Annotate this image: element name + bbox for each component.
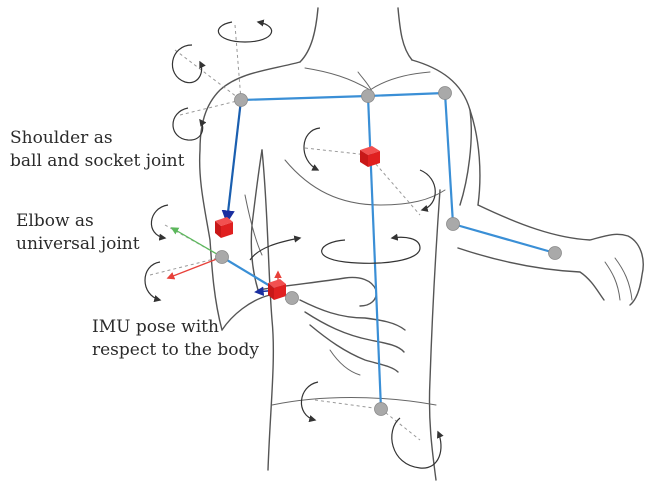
- hip-axis-1: [315, 400, 381, 409]
- rotation-arrow-forearm: [250, 238, 300, 260]
- joint-left-shoulder: [235, 94, 248, 107]
- left-hand-finger-1: [300, 300, 405, 330]
- rotation-arrow-torso-2: [420, 170, 435, 210]
- torso-axis-1: [305, 148, 368, 155]
- elbow-frame: [168, 228, 222, 278]
- left-hand-finger-3: [310, 325, 398, 372]
- imu-upper-arm-sensor: [215, 217, 233, 238]
- rotation-arrow-shoulder-side: [172, 45, 201, 83]
- right-torso-side: [429, 190, 440, 480]
- clavicle-line: [305, 68, 430, 90]
- joint-right-shoulder: [439, 87, 452, 100]
- neck-right-line: [398, 8, 412, 60]
- rotation-arrow-spine-twist: [322, 237, 420, 263]
- elbow-label-line2: universal joint: [16, 233, 140, 256]
- joint-left-elbow: [216, 251, 229, 264]
- shoulder-label-line2: ball and socket joint: [10, 150, 184, 173]
- hip-axis-2: [381, 409, 420, 440]
- elbow-x-axis-arrow: [168, 257, 222, 278]
- sternal-notch: [358, 72, 372, 92]
- imu-chest-sensor: [360, 146, 380, 167]
- joint-pelvis: [375, 403, 388, 416]
- right-arm-lower-edge: [458, 248, 604, 300]
- joint-right-wrist: [549, 247, 562, 260]
- right-clavicle-bone: [368, 93, 445, 96]
- body-outline: [200, 8, 644, 480]
- left-inner-arm: [251, 150, 262, 290]
- rotation-arrow-elbow-2: [145, 262, 160, 300]
- rotation-arrow-hip-1: [301, 382, 318, 420]
- elbow-crease: [245, 195, 262, 255]
- imu-label-line1: IMU pose with: [92, 316, 219, 339]
- left-hand-finger-4: [330, 350, 360, 375]
- left-upper-arm-bone: [227, 100, 241, 221]
- shoulder-axis-1: [175, 50, 241, 100]
- joint-left-wrist: [286, 292, 299, 305]
- joint-right-elbow: [447, 218, 460, 231]
- left-clavicle-bone: [241, 96, 368, 100]
- left-torso-side: [262, 150, 273, 470]
- imu-label-line2: respect to the body: [92, 339, 259, 362]
- right-forearm-bone: [453, 224, 555, 253]
- shoulder-axis-3: [235, 25, 241, 100]
- waist-line: [272, 398, 436, 406]
- right-hand-fingers: [605, 258, 632, 300]
- neck-left-line: [300, 8, 318, 62]
- left-forearm-outline: [222, 295, 270, 330]
- right-upper-arm-bone: [445, 93, 453, 224]
- joint-neck-base: [362, 90, 375, 103]
- elbow-y-axis-arrow: [172, 228, 222, 257]
- elbow-label-line1: Elbow as: [16, 210, 94, 233]
- shoulder-label-line1: Shoulder as: [10, 127, 113, 150]
- rotation-arrow-elbow-1: [151, 205, 168, 238]
- right-shoulder-outline: [412, 60, 471, 205]
- rotation-arrow-shoulder-top: [218, 22, 271, 42]
- skeleton: [222, 93, 555, 409]
- chest-curve: [285, 160, 445, 205]
- imu-forearm-sensor: [268, 279, 286, 300]
